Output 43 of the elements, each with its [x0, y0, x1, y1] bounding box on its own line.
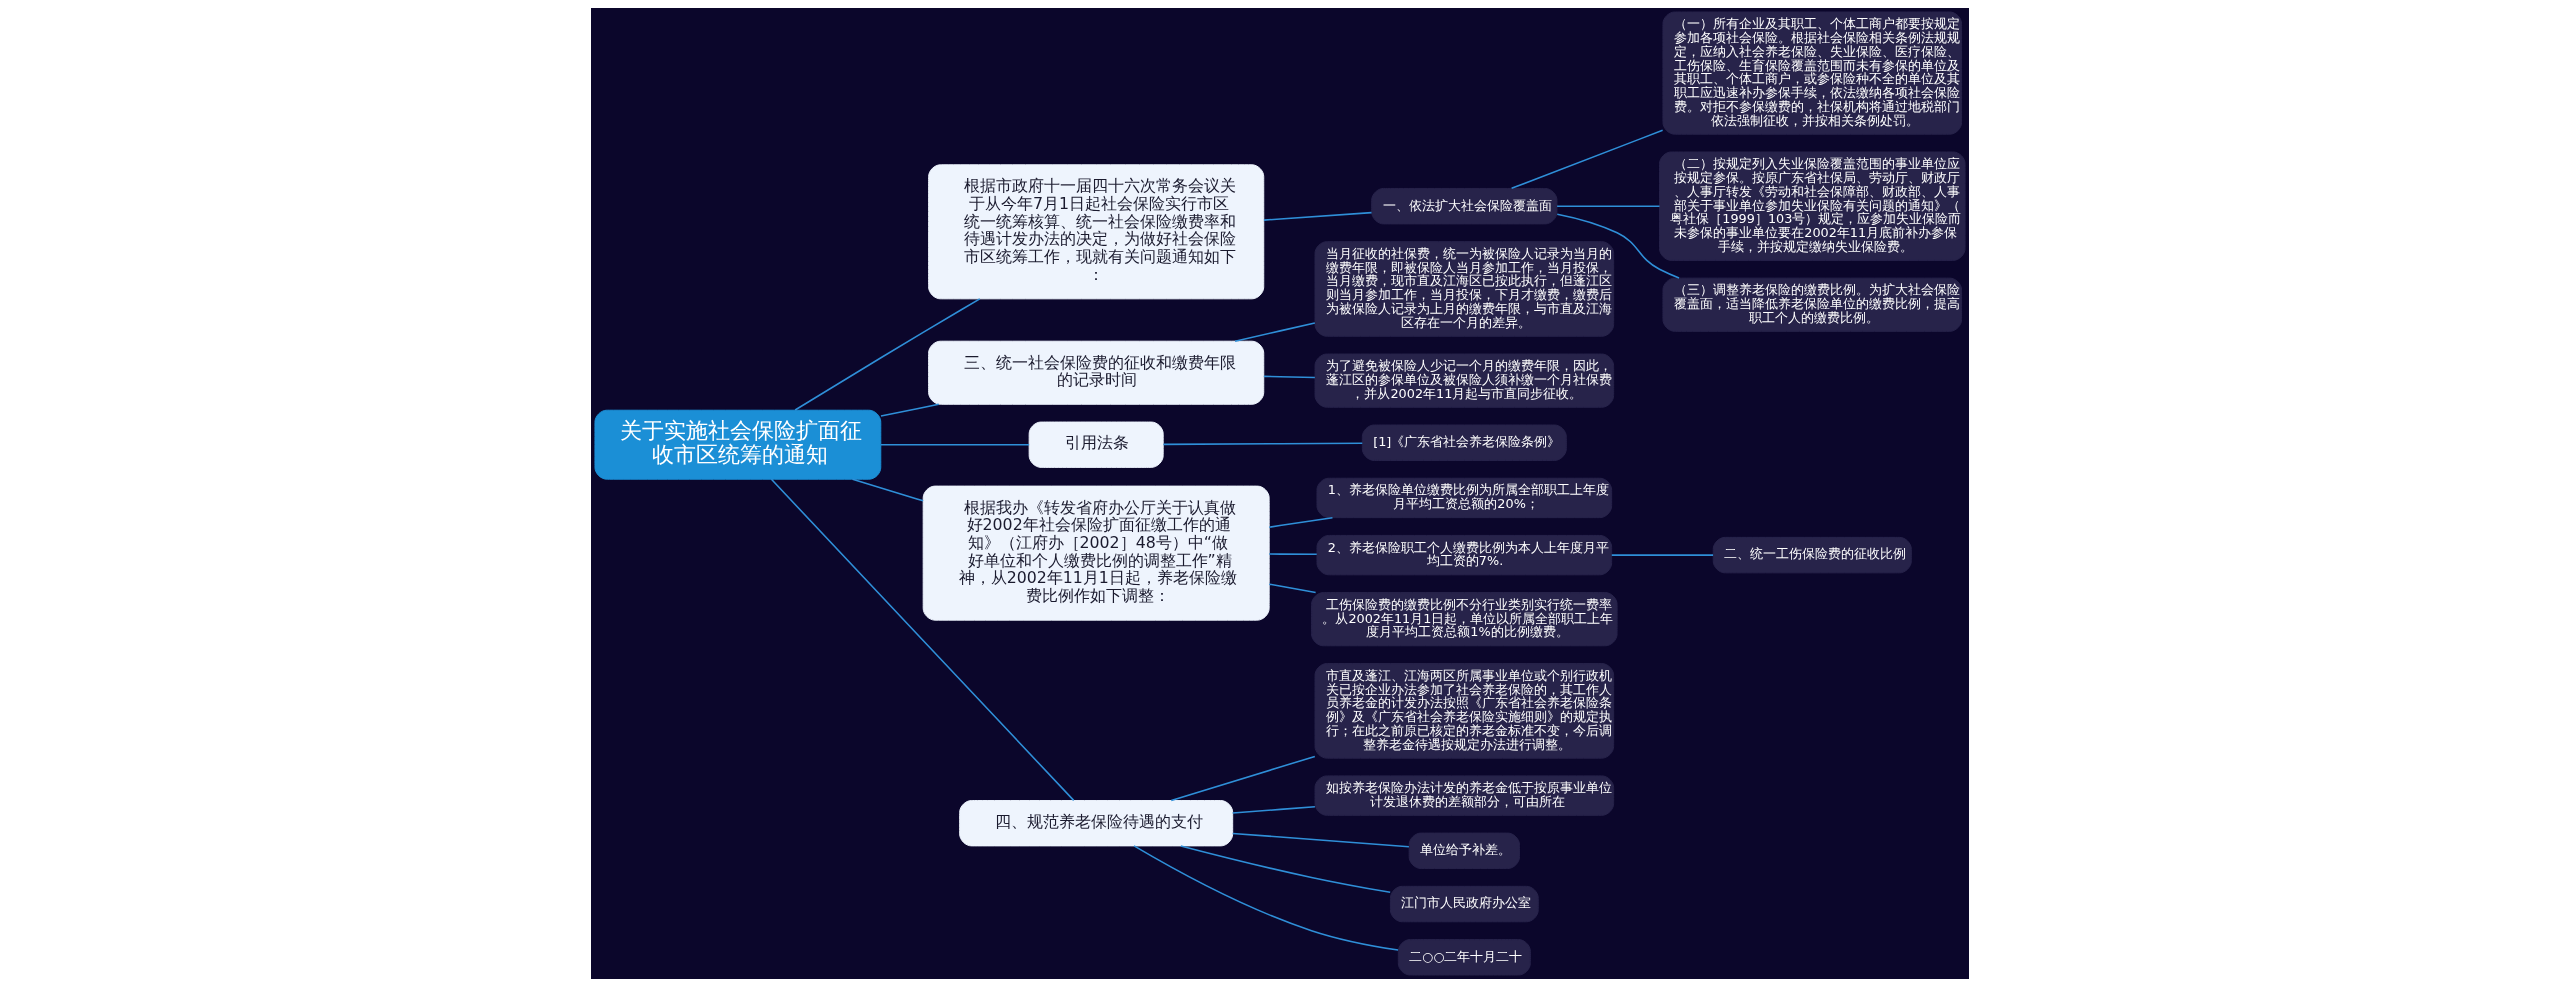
node-box: 1、养老保险单位缴费比例为所属全部职工上年度月平均工资总额的20%； — [1316, 477, 1613, 519]
connector — [1556, 213, 1680, 279]
node-box: 当月征收的社保费，统一为被保险人记录为当月的缴费年限，即被保险人当月参加工作，当月投保，当月缴费，现市直及江海区已按此执行，但蓬江区则当月参加工作，当月投保，下月才缴费，缴费后为被保险人记录为上月的缴费年限，与市直及江海区存在一个月的差异。 — [1314, 241, 1615, 337]
connector — [1231, 832, 1410, 848]
node-box: 江门市人民政府办公室 — [1389, 885, 1539, 923]
node-box: 三、统一社会保险费的征收和缴费年限的记录时间 — [928, 340, 1265, 405]
connector — [1611, 554, 1714, 556]
connector — [880, 403, 940, 417]
connector — [1268, 553, 1318, 556]
node-box: 市直及蓬江、江海两区所属事业单位或个别行政机关已按企业办法参加了社会养老保险的，其工作人员养老金的计发办法按照《广东省社会养老保险条例》及《广东省社会养老保险实施细则》的规定执行；在此之前原已核定的养老金标准不变，今后调整养老金待遇按规定办法进行调整。 — [1314, 663, 1615, 759]
connector — [1234, 322, 1316, 342]
node-box: 根据市政府十一届四十六次常务会议关于从今年7月1日起社会保险实行市区统一统筹核算、统一社会保险缴费率和待遇计发办法的决定，为做好社会保险市区统筹工作，现就有关问题通知如下： — [928, 164, 1265, 300]
node-box: 二、统一工伤保险费的征收比例 — [1712, 536, 1912, 574]
connector — [1556, 205, 1661, 207]
connector — [1268, 583, 1317, 594]
connector — [1170, 755, 1316, 802]
node-box: （一）所有企业及其职工、个体工商户都要按规定参加各项社会保险。根据社会保险相关条例法规规定，应纳入社会养老保险、失业保险、医疗保险、工伤保险、生育保险覆盖范围而未有参保的单位及其职工、个体工商户，或参保险种不全的单位及其职工应迅速补办参保手续，依法缴纳各项社会保险费。对拒不参保缴费的，社保机构将通过地税部门依法强制征收，并按相关条例处罚。 — [1662, 11, 1963, 135]
node-box: 一、依法扩大社会保险覆盖面 — [1371, 187, 1558, 225]
node-box: 关于实施社会保险扩面征收市区统筹的通知 — [594, 409, 882, 480]
node-box: 根据我办《转发省府办公厅关于认真做好2002年社会保险扩面征缴工作的通知》（江府办［2002］48号）中“做好单位和个人缴费比例的调整工作”精神，从2002年11月1日起，养老保险缴费比例作如下调整： — [922, 485, 1270, 621]
node-box: 如按养老保险办法计发的养老金低于按原事业单位计发退休费的差额部分，可由所在 — [1314, 775, 1615, 816]
connector — [880, 443, 1030, 446]
connector — [1268, 516, 1334, 528]
node-box: 2、养老保险职工个人缴费比例为本人上年度月平均工资的7%. — [1316, 534, 1613, 576]
connector — [770, 478, 1075, 802]
node-box: 工伤保险费的缴费比例不分行业类别实行统一费率。从2002年11月1日起，单位以所属全部职工上年度月平均工资总额1%的比例缴费。 — [1311, 592, 1618, 647]
node-box: （三）调整养老保险的缴费比例。为扩大社会保险覆盖面，适当降低养老保险单位的缴费比例，提高职工个人的缴费比例。 — [1662, 277, 1963, 332]
node-box: 引用法条 — [1028, 421, 1164, 468]
connector — [1180, 845, 1391, 894]
connector — [1510, 129, 1664, 190]
connector — [1263, 375, 1316, 379]
connector — [1231, 806, 1316, 814]
node-box: 为了避免被保险人少记一个月的缴费年限，因此，蓬江区的参保单位及被保险人须补缴一个月社保费，并从2002年11月起与市直同步征收。 — [1314, 353, 1615, 408]
node-box: （二）按规定列入失业保险覆盖范围的事业单位应按规定参保。按原广东省社保局、劳动厅、财政厅、人事厅转发《劳动和社会保障部、财政部、人事部关于事业单位参加失业保险有关问题的通知》（粤社保［1999］103号）规定，应参加失业保险而未参保的事业单位要在2002年11月底前补办参保手续，并按规定缴纳失业保险费。 — [1659, 151, 1966, 261]
connector — [851, 478, 924, 502]
connector — [1133, 845, 1399, 951]
connector — [1162, 442, 1364, 446]
node-box: 单位给予补差。 — [1408, 832, 1520, 870]
node-box: 四、规范养老保险待遇的支付 — [959, 800, 1234, 847]
node-box: 二○○二年十月二十 — [1397, 939, 1531, 976]
node-box: [1]《广东省社会养老保险条例》 — [1361, 424, 1567, 461]
connector — [794, 298, 981, 411]
connector — [1263, 211, 1373, 221]
